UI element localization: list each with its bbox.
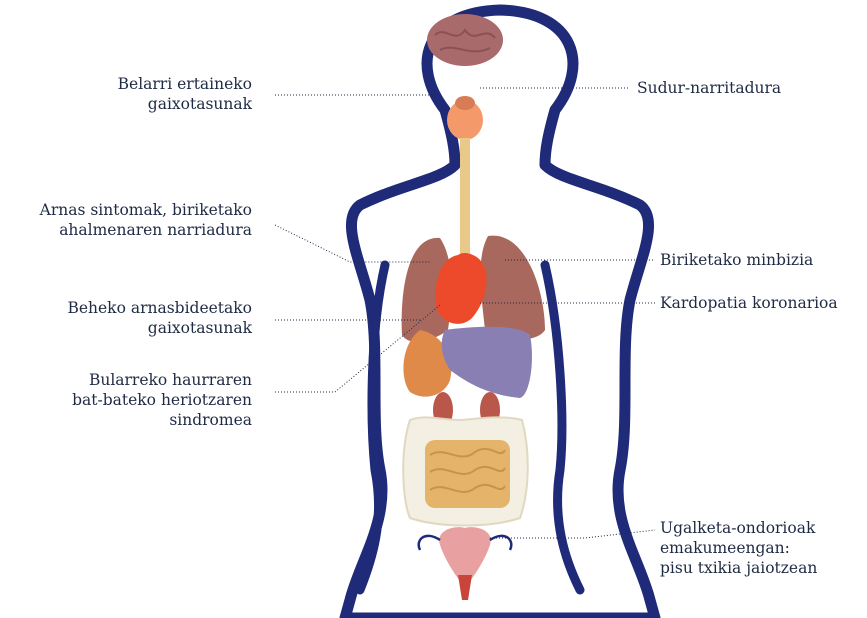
label-reproductive-effects: Ugalketa-ondorioak emakumeengan: pisu tx… bbox=[660, 518, 817, 578]
label-middle-ear: Belarri ertaineko gaixotasunak bbox=[118, 74, 252, 114]
trachea bbox=[460, 138, 470, 258]
label-respiratory-symptoms: Arnas sintomak, biriketako ahalmenaren n… bbox=[40, 200, 252, 240]
label-lower-respiratory: Beheko arnasbideetako gaixotasunak bbox=[67, 298, 252, 338]
label-lung-cancer: Biriketako minbizia bbox=[660, 250, 813, 270]
label-nasal-irritation: Sudur-narritadura bbox=[637, 78, 781, 98]
brain bbox=[427, 14, 503, 66]
label-coronary: Kardopatia koronarioa bbox=[660, 293, 838, 313]
larynx-top bbox=[455, 96, 475, 110]
label-sids: Bularreko haurraren bat-bateko heriotzar… bbox=[72, 370, 252, 430]
